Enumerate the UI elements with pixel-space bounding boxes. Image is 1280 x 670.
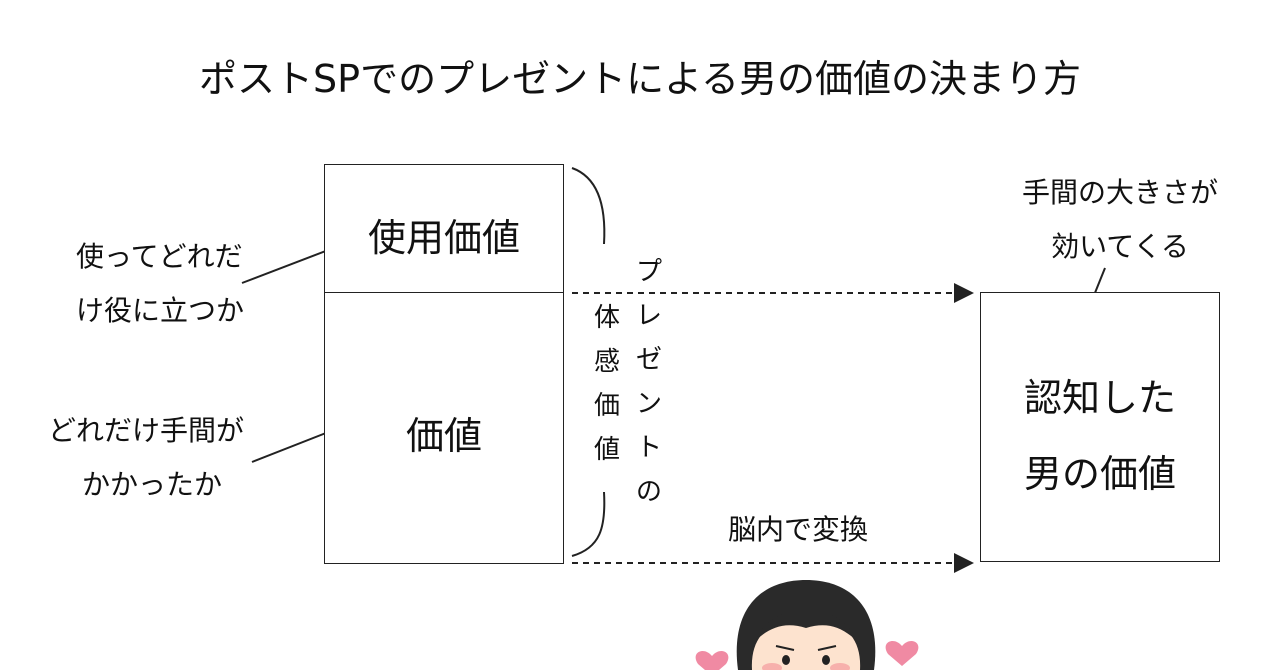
girl-left-blush (762, 663, 782, 670)
effort-size-note: 手間の大きさが 効いてくる (990, 166, 1250, 274)
perceived-value-char: 価 (593, 391, 620, 421)
of-present-char: ゼ (635, 345, 662, 375)
girl-bangs (756, 610, 856, 640)
use-value-note: 使ってどれだ け役に立つか (76, 230, 244, 338)
use-value-note-line2: け役に立つか (76, 294, 245, 327)
effort-note-line1: どれだけ手間が (48, 414, 245, 447)
right-heart-icon (885, 640, 919, 666)
use-value-note-line1: 使ってどれだ (76, 240, 243, 273)
lower-brace (571, 491, 606, 557)
girl-right-blush (830, 663, 850, 670)
upper-brace (571, 167, 606, 245)
effort-size-note-line1: 手間の大きさが (1021, 176, 1218, 209)
perceived-man-value-line2: 男の価値 (1023, 452, 1176, 496)
girl-left-brow (775, 645, 795, 651)
of-present-char: ト (635, 433, 662, 463)
effort-note: どれだけ手間が かかったか (48, 404, 244, 512)
of-present-vertical-label: プ レ ゼ ン ト の (634, 250, 664, 514)
use-value-box: 使用価値 (324, 164, 564, 294)
of-present-char: の (635, 477, 662, 507)
perceived-value-char: 感 (593, 347, 620, 377)
girl-illustration (736, 580, 876, 670)
effort-note-line2: かかったか (82, 468, 223, 501)
value-label: 価値 (405, 414, 482, 458)
girl-right-eye (822, 655, 830, 665)
left-heart-icon (695, 650, 729, 670)
perceived-man-value-box: 認知した 男の価値 (980, 292, 1220, 562)
brain-conversion-label: 脳内で変換 (728, 513, 869, 546)
of-present-char: プ (635, 257, 662, 287)
of-present-char: ン (635, 389, 662, 419)
perceived-value-vertical-label: 体 感 価 値 (592, 296, 622, 472)
effort-size-note-line2: 効いてくる (1051, 230, 1189, 263)
use-value-label: 使用価値 (367, 216, 520, 260)
of-present-char: レ (635, 301, 662, 331)
perceived-value-char: 値 (593, 435, 620, 465)
girl-face (751, 618, 861, 670)
perceived-man-value-line1: 認知した (1023, 376, 1176, 420)
diagram-title: ポストSPでのプレゼントによる男の価値の決まり方 (199, 57, 1081, 101)
value-box: 価値 (324, 292, 564, 564)
girl-right-brow (817, 645, 837, 651)
girl-left-eye (782, 655, 790, 665)
perceived-value-char: 体 (593, 303, 620, 333)
